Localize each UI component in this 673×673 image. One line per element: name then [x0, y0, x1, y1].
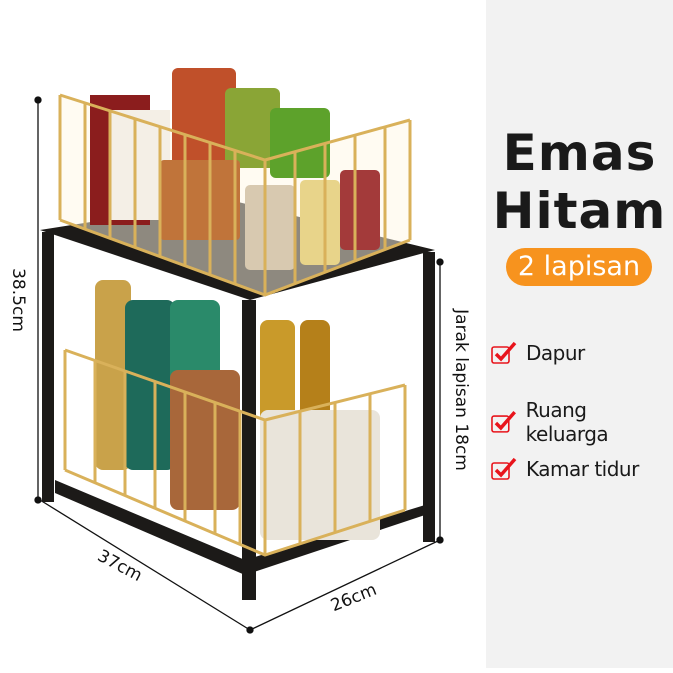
- product-image-two-tier-rack: [34, 68, 444, 634]
- feature-item: Ruang keluarga: [490, 398, 673, 446]
- info-panel: Emas Hitam 2 lapisan Dapur Ruang keluarg…: [486, 0, 673, 668]
- checkbox-check-icon: [491, 341, 517, 364]
- title-line-1: Emas: [502, 124, 657, 182]
- feature-label: Dapur: [526, 341, 585, 365]
- feature-item: Kamar tidur: [490, 456, 639, 482]
- tier-badge: 2 lapisan: [506, 248, 652, 286]
- feature-label: Ruang keluarga: [525, 398, 609, 446]
- title-line-2: Hitam: [492, 182, 667, 240]
- height-dimension-label: 38.5cm: [7, 268, 28, 332]
- bottom-gold-basket: [63, 280, 407, 557]
- checkbox-check-icon: [491, 457, 517, 480]
- dimension-lines: [34, 96, 444, 634]
- shelf-gap-dimension-label: Jarak lapisan 18cm: [450, 309, 471, 471]
- feature-label: Kamar tidur: [526, 457, 639, 481]
- top-gold-basket: [58, 68, 412, 297]
- checkbox-check-icon: [491, 410, 516, 433]
- feature-item: Dapur: [490, 340, 585, 366]
